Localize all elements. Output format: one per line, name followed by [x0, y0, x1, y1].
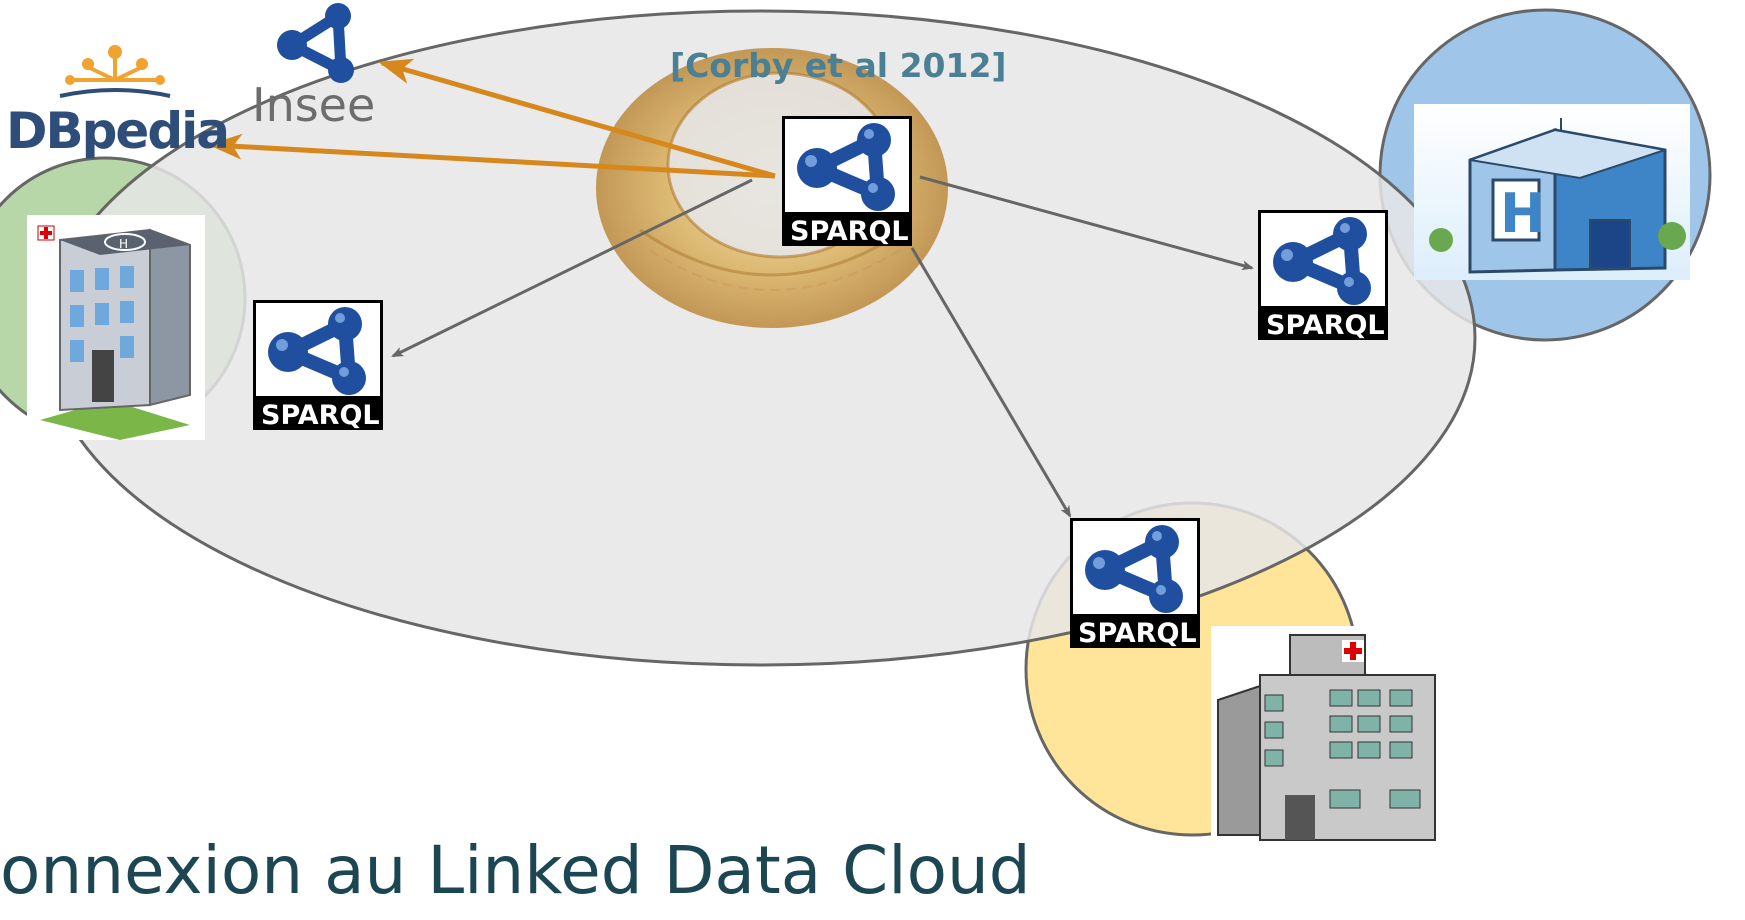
svg-text:H: H	[119, 237, 128, 251]
sparql-label-right: SPARQL	[1266, 310, 1385, 341]
arrow-to-bottom-endpoint	[910, 247, 1072, 518]
insee-logo-text: Insee	[252, 78, 375, 132]
slide-title: onnexion au Linked Data Cloud	[0, 832, 1031, 909]
sparql-endpoint-left[interactable]: SPARQL	[253, 302, 383, 432]
sparql-endpoint-central[interactable]: SPARQL	[782, 118, 912, 248]
hospital-right-image: H	[1414, 104, 1690, 280]
sparql-endpoint-bottom[interactable]: SPARQL	[1070, 520, 1200, 650]
sparql-label-central: SPARQL	[790, 216, 909, 247]
insee-logo: Insee	[252, 3, 375, 132]
arrow-to-right-endpoint	[919, 175, 1254, 271]
citation-label: [Corby et al 2012]	[670, 46, 1007, 85]
sparql-endpoint-right[interactable]: SPARQL	[1258, 212, 1388, 342]
svg-text:H: H	[1500, 182, 1545, 245]
arrow-to-left-endpoint	[391, 178, 753, 358]
hospital-bottom-image	[1211, 626, 1443, 848]
arrow-to-dbpedia	[208, 133, 776, 179]
arrow-to-insee	[378, 58, 776, 179]
dbpedia-logo-text: DBpedia	[6, 102, 228, 160]
sparql-label-bottom: SPARQL	[1078, 618, 1197, 649]
dbpedia-logo: DBpedia	[6, 45, 230, 160]
hospital-left-image: H	[27, 215, 205, 440]
sparql-label-left: SPARQL	[261, 400, 380, 431]
